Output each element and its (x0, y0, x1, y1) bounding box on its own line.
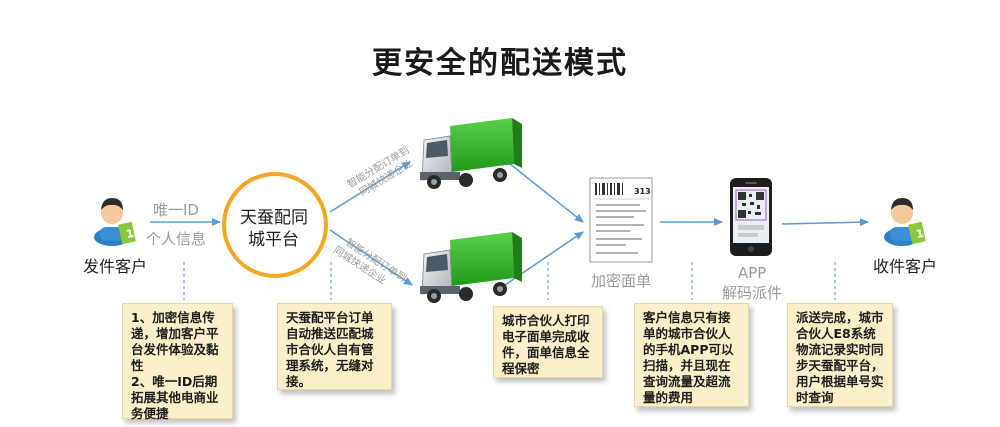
node-platform-line2: 城平台 (248, 230, 299, 250)
node-receiver-label: 收件客户 (873, 257, 938, 276)
edge-unique-id-label: 唯一ID (153, 201, 199, 219)
phone-icon (730, 178, 772, 256)
note-sender: 1、加密信息传递，增加客户平台发件体验及黏性 2、唯一ID后期拓展其他电商业务便… (122, 303, 233, 421)
person-icon: 1 (94, 198, 136, 246)
person-icon: 1 (884, 198, 926, 246)
truck-icon (420, 232, 522, 303)
waybill-code: 313 (634, 187, 651, 196)
node-app-line1: APP (738, 264, 767, 282)
arrow-platform-to-truck-bottom (329, 229, 413, 286)
note-platform: 天蚕配平台订单自动推送匹配城市合伙人自有管理系统，无缝对接。 (277, 303, 392, 390)
arrow-platform-to-truck-top (329, 161, 411, 213)
node-waybill-label: 加密面单 (591, 272, 652, 290)
node-platform-line1: 天蚕配同 (240, 208, 308, 228)
arrow-truck-top-to-waybill (504, 159, 584, 223)
dispatch-label-bottom: 智能分配订单到 同城快递企业 (331, 236, 409, 287)
svg-text:1: 1 (915, 227, 925, 241)
page-title: 更安全的配送模式 (372, 46, 628, 81)
waybill-icon: 313 (589, 177, 653, 263)
note-connectors (183, 262, 836, 300)
node-sender-label: 发件客户 (83, 257, 148, 276)
platform-ring (222, 172, 328, 278)
note-app: 客户信息只有接单的城市合伙人的手机APP可以扫描，并且现在查询流量及超流量的费用 (634, 303, 749, 407)
edge-personal-info-label: 个人信息 (146, 230, 207, 248)
note-waybill: 城市合伙人打印电子面单完成收件，面单信息全程保密 (493, 306, 603, 378)
arrow-app-to-receiver (781, 218, 869, 227)
note-receiver: 派送完成，城市合伙人E8系统物流记录实时同步天蚕配平台，用户根据单号实时查询 (787, 303, 893, 407)
dispatch-label-top: 智能分配订单到 同城快递企业 (345, 143, 415, 198)
node-app-line2: 解码派件 (722, 284, 783, 302)
svg-text:1: 1 (125, 227, 135, 241)
truck-icon (420, 118, 522, 189)
